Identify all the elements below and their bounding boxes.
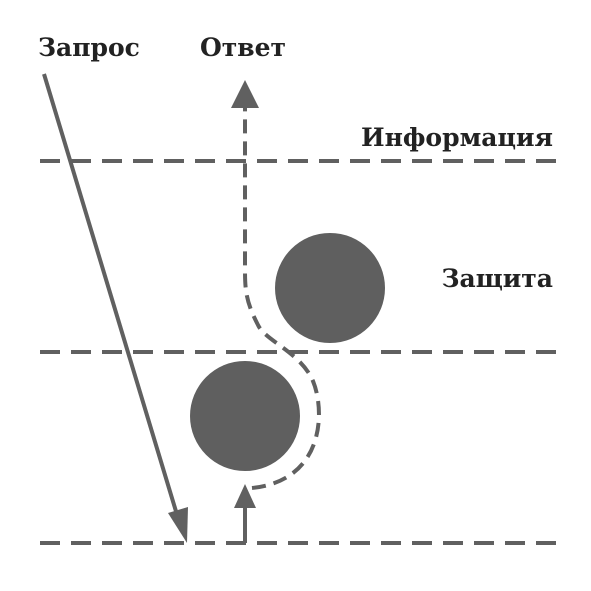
response-dashed-path xyxy=(243,108,321,490)
protection-label: Защита xyxy=(441,264,553,293)
information-label: Информация xyxy=(361,123,553,152)
request-label: Запрос xyxy=(38,33,140,62)
response-top-arrowhead xyxy=(231,80,259,108)
response-start-arrowhead xyxy=(234,484,256,508)
response-label: Ответ xyxy=(200,33,286,62)
request-arrowhead xyxy=(168,507,188,543)
request-arrow-line xyxy=(42,73,180,519)
protection-circle-lower xyxy=(190,361,300,471)
protection-circle-upper xyxy=(275,233,385,343)
